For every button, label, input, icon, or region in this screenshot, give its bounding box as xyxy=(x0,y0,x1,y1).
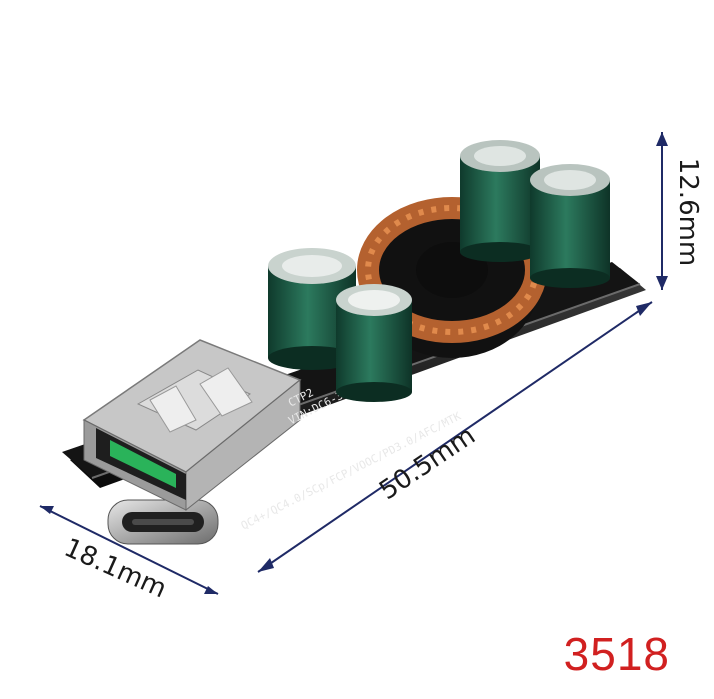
product-code: 3518 xyxy=(563,628,670,680)
capacitor-3 xyxy=(460,140,540,262)
height-label: 12.6mm xyxy=(673,158,703,267)
capacitor-4 xyxy=(530,164,610,288)
usb-a-port xyxy=(82,339,302,512)
capacitor-2 xyxy=(336,284,412,402)
dimension-height: 12.6mm xyxy=(656,132,703,290)
usb-c-port xyxy=(107,499,219,545)
